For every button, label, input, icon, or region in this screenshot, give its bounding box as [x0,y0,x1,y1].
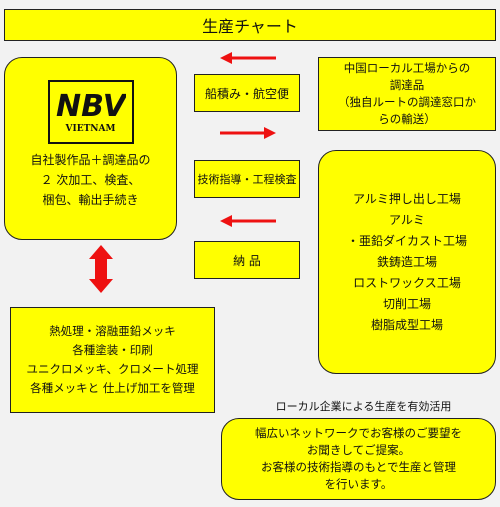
network-line: 幅広いネットワークでお客様のご要望を [255,426,462,440]
logo-text: NBV [56,89,126,122]
shipping-box: 船積み・航空便 [194,74,300,112]
processing-line: 各種塗装・印刷 [72,343,153,357]
processing-line: 各種メッキと 仕上げ加工を管理 [30,381,195,395]
factory-item: 鉄鋳造工場 [376,254,437,269]
logo-mark: NBV [56,89,126,122]
logo-subtext: VIETNAM [65,124,116,134]
company-box: NBV VIETNAM 自社製作品＋調達品の ２ 次加工、検査、 梱包、輸出手続… [4,57,177,240]
procurement-line: （独自ルートの調達窓口か [338,95,476,109]
network-caption: ローカル企業による生産を有効活用 [275,400,452,413]
company-logo: NBV VIETNAM [47,80,134,144]
arrow-right-technical [220,127,276,139]
delivery-label: 納 品 [233,253,261,268]
procurement-line: らの輸送） [378,112,436,126]
company-line: 自社製作品＋調達品の [30,153,151,167]
factory-item: アルミ押し出し工場 [353,191,461,206]
factory-item: ・亜鉛ダイカスト工場 [346,233,467,248]
shipping-label: 船積み・航空便 [204,86,289,101]
processing-line: ユニクロメッキ、クロメート処理 [26,362,199,376]
factories-box: アルミ押し出し工場 アルミ ・亜鉛ダイカスト工場 鉄鋳造工場 ロストワックス工場… [318,150,496,374]
network-line: お聞きしてご提案。 [306,443,411,457]
network-line: お客様の技術指導のもとで生産と管理 [261,460,456,474]
factory-item: 切削工場 [382,296,431,311]
delivery-box: 納 品 [194,241,300,279]
procurement-line: 中国ローカル工場からの [343,61,471,75]
factory-item: アルミ [389,212,425,227]
processing-box: 熱処理・溶融亜鉛メッキ 各種塗装・印刷 ユニクロメッキ、クロメート処理 各種メッ… [10,307,215,413]
factory-item: 樹脂成型工場 [370,317,443,332]
technical-guidance-box: 技術指導・工程検査 [194,160,300,198]
processing-line: 熱処理・溶融亜鉛メッキ [49,324,176,338]
network-line: を行います。 [324,477,393,491]
title-bar: 生産チャート [4,9,496,41]
factory-item: ロストワックス工場 [353,275,461,290]
arrow-left-shipping [220,52,276,64]
page-title: 生産チャート [202,17,298,36]
arrow-left-delivery [220,215,276,227]
company-description: 自社製作品＋調達品の ２ 次加工、検査、 梱包、輸出手続き [30,150,150,210]
company-line: ２ 次加工、検査、 [40,173,141,187]
network-box: 幅広いネットワークでお客様のご要望を お聞きしてご提案。 お客様の技術指導のもと… [221,418,496,500]
technical-guidance-label: 技術指導・工程検査 [197,173,297,186]
double-arrow-vertical [89,245,113,293]
procurement-box: 中国ローカル工場からの 調達品 （独自ルートの調達窓口か らの輸送） [318,57,496,131]
procurement-line: 調達品 [389,78,425,92]
company-line: 梱包、輸出手続き [42,193,139,207]
